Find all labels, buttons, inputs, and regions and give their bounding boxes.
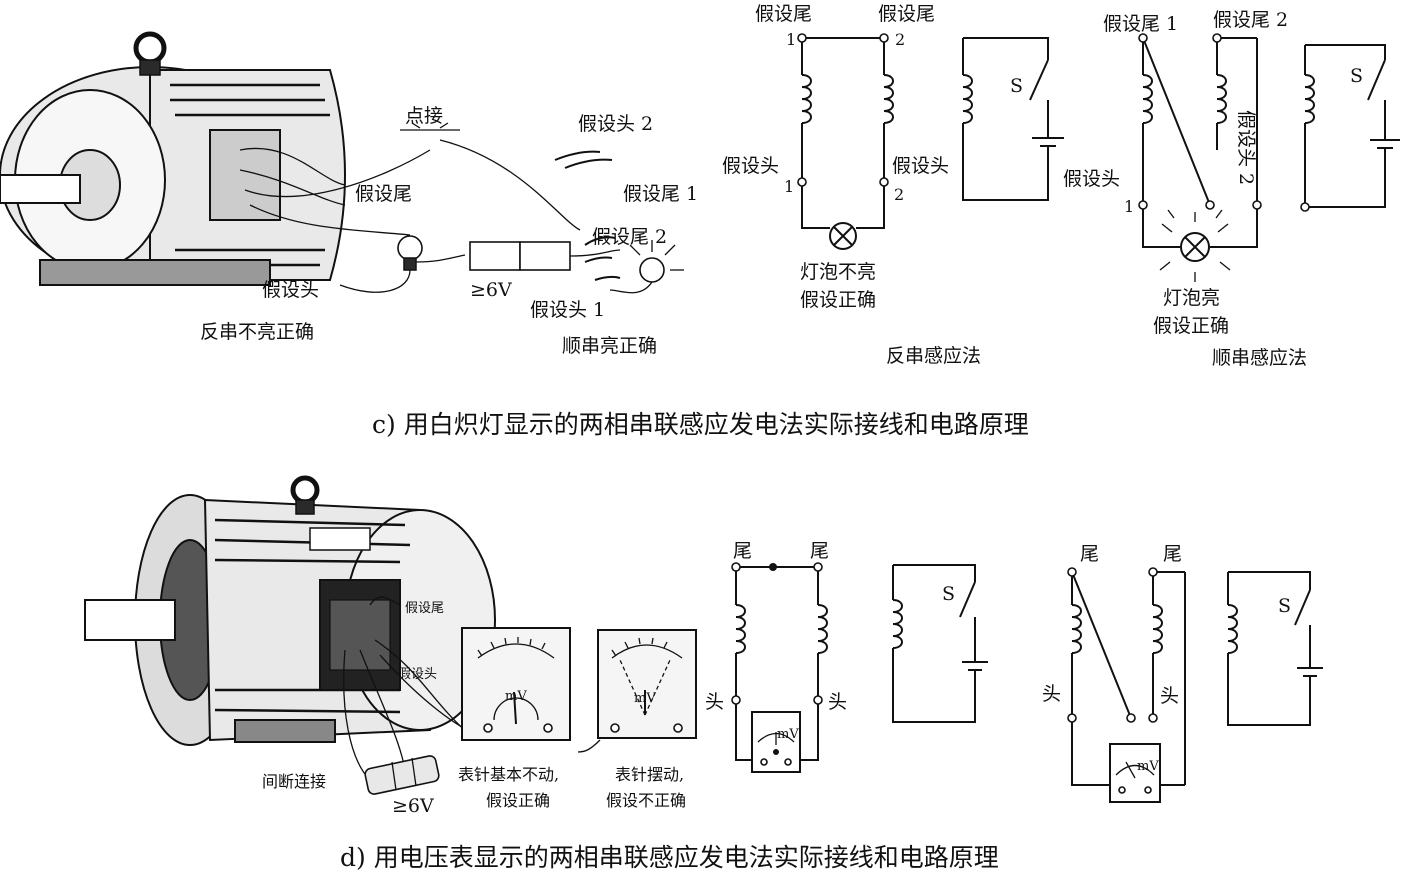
fwd-d-switch: S	[1278, 595, 1291, 617]
rev-c-n1: 1	[786, 30, 796, 49]
label-tail2: 假设尾 2	[592, 226, 667, 248]
rev-c-lamp-2: 假设正确	[800, 289, 876, 311]
fwd-c-h1: 1	[1124, 197, 1134, 216]
rev-c-n2: 2	[895, 30, 905, 49]
forward-series-schematic-c	[1138, 33, 1400, 282]
fwd-c-tail2: 假设尾 2	[1213, 9, 1288, 31]
fwd-d-head-left: 头	[1042, 683, 1061, 705]
rev-d-tail-right: 尾	[810, 540, 829, 562]
rev-d-switch: S	[942, 583, 955, 605]
fwd-c-head: 假设头	[1063, 168, 1120, 190]
rev-c-switch: S	[1010, 75, 1023, 97]
forward-series-schematic-d	[1067, 567, 1323, 803]
result-bad-1: 表针摆动,	[615, 765, 684, 784]
battery-d	[364, 755, 440, 795]
motor-illustration-d	[84, 475, 496, 781]
label-head-d: 假设头	[398, 667, 437, 682]
label-voltage-c: ≥6V	[470, 279, 512, 301]
rev-d-head-right: 头	[828, 691, 847, 713]
fwd-c-title: 顺串感应法	[1212, 347, 1307, 369]
lamp-battery-wiring-c	[249, 122, 684, 294]
caption-c: c) 用白炽灯显示的两相串联感应发电法实际接线和电路原理	[372, 410, 1029, 439]
rev-c-tail-left: 假设尾	[755, 3, 812, 25]
result-ok-1: 表针基本不动,	[458, 765, 559, 784]
rev-c-h2: 2	[894, 185, 904, 204]
rev-d-head-left: 头	[705, 691, 724, 713]
rev-c-head-left: 假设头	[722, 155, 779, 177]
millivoltmeter-ok	[461, 627, 571, 741]
label-voltage-d: ≥6V	[392, 795, 434, 817]
label-reverse-result: 反串不亮正确	[200, 321, 314, 343]
fwd-d-head-right: 头	[1160, 685, 1179, 707]
caption-d: d) 用电压表显示的两相串联感应发电法实际接线和电路原理	[340, 843, 999, 872]
rev-d-meter-unit: mV	[777, 727, 799, 742]
reverse-series-schematic-c	[797, 33, 1064, 250]
label-head-c: 假设头	[262, 279, 319, 301]
label-touch: 点接	[405, 105, 443, 127]
result-bad-2: 假设不正确	[606, 791, 686, 810]
reverse-series-schematic-d	[731, 562, 988, 773]
fwd-d-meter-unit: mV	[1137, 759, 1159, 774]
fwd-c-tail1: 假设尾 1	[1103, 13, 1178, 35]
meter-unit-ok: mV	[505, 689, 527, 704]
rev-c-tail-right: 假设尾	[878, 3, 935, 25]
rev-c-lamp-1: 灯泡不亮	[800, 261, 876, 283]
rev-d-tail-left: 尾	[733, 540, 752, 562]
fwd-d-tail-right: 尾	[1163, 543, 1182, 565]
meter-unit-swing: mV	[634, 691, 656, 706]
fwd-d-tail-left: 尾	[1080, 543, 1099, 565]
label-tail-c: 假设尾	[355, 183, 412, 205]
label-head2: 假设头 2	[578, 113, 653, 135]
fwd-c-switch: S	[1350, 65, 1363, 87]
label-tail1: 假设尾 1	[623, 183, 698, 205]
battery-icon	[469, 241, 521, 271]
fwd-c-head2: 假设头 2	[1235, 110, 1257, 185]
fwd-c-lamp-1: 灯泡亮	[1163, 287, 1220, 309]
label-head1: 假设头 1	[530, 299, 605, 321]
switch-blade	[1029, 59, 1049, 101]
needle-still	[513, 691, 517, 725]
fwd-c-lamp-2: 假设正确	[1153, 315, 1229, 337]
result-ok-2: 假设正确	[486, 791, 550, 810]
millivoltmeter-swing	[577, 629, 697, 753]
label-tail-d: 假设尾	[405, 601, 444, 616]
lit-lamp-icon	[639, 257, 665, 283]
rev-c-head-right: 假设头	[892, 155, 949, 177]
label-forward-result: 顺串亮正确	[562, 335, 657, 357]
rev-c-title: 反串感应法	[886, 345, 981, 367]
motor-illustration-c	[0, 31, 431, 286]
lamp-icon	[397, 235, 423, 261]
rev-c-h1: 1	[784, 177, 794, 196]
label-intermittent: 间断连接	[262, 772, 326, 791]
